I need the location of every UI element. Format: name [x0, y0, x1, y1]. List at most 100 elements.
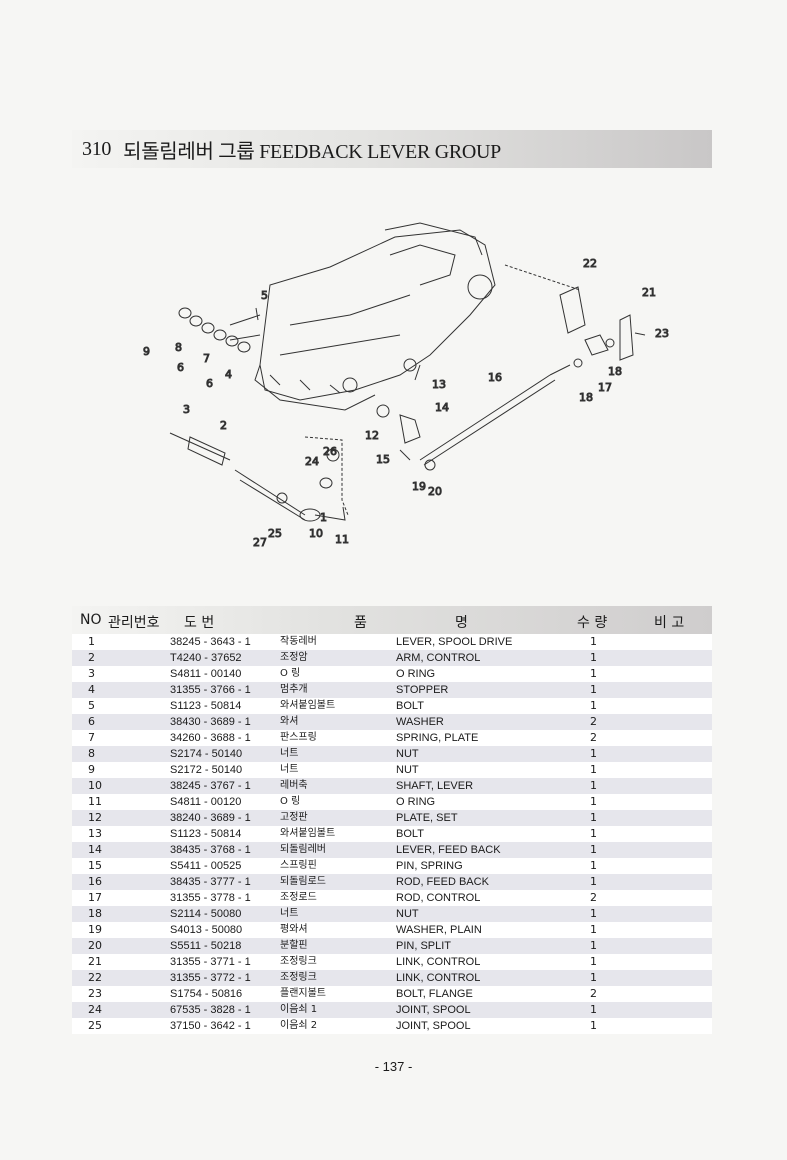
part-number: S4811 - 00120: [170, 796, 242, 808]
english-name: LEVER, FEED BACK: [396, 844, 501, 856]
part-number: 38430 - 3689 - 1: [170, 716, 251, 728]
callout-6b: 6: [206, 377, 213, 390]
quantity: 1: [590, 683, 597, 696]
korean-name: 이음쇠 1: [280, 1004, 318, 1015]
quantity: 2: [590, 715, 597, 728]
row-number: 11: [88, 795, 102, 808]
quantity: 1: [590, 779, 597, 792]
header-no: NO: [80, 612, 102, 628]
quantity: 2: [590, 987, 597, 1000]
korean-name: 너트: [280, 908, 299, 919]
callout-6a: 6: [177, 361, 184, 374]
row-number: 10: [88, 779, 102, 792]
callout-23: 23: [655, 327, 669, 340]
quantity: 1: [590, 635, 597, 648]
part-number: T4240 - 37652: [170, 652, 242, 664]
korean-name: 이음쇠 2: [280, 1020, 318, 1031]
callout-17: 17: [598, 381, 612, 394]
english-name: LINK, CONTROL: [396, 956, 481, 968]
english-name: JOINT, SPOOL: [396, 1020, 471, 1032]
row-number: 3: [88, 667, 95, 680]
row-number: 25: [88, 1019, 102, 1032]
section-number: 310: [82, 137, 112, 160]
korean-name: 고정판: [280, 812, 308, 823]
english-name: ARM, CONTROL: [396, 652, 481, 664]
row-number: 14: [88, 843, 102, 856]
callout-19: 19: [412, 480, 426, 493]
korean-name: 와셔붙임볼트: [280, 700, 336, 711]
quantity: 1: [590, 795, 597, 808]
exploded-parts-diagram: 1 2 3 4 5 6 6 7 8 9 10 11 12 13 14 15 16…: [130, 215, 690, 560]
korean-name: 조정링크: [280, 956, 317, 967]
callout-2: 2: [220, 419, 227, 432]
part-number: 38240 - 3689 - 1: [170, 812, 251, 824]
callout-20: 20: [428, 485, 442, 498]
section-title-bar: 310 되돌림레버 그룹 FEEDBACK LEVER GROUP: [72, 130, 712, 168]
quantity: 2: [590, 891, 597, 904]
quantity: 1: [590, 827, 597, 840]
part-number: 38245 - 3643 - 1: [170, 636, 251, 648]
callout-18b: 18: [608, 365, 622, 378]
quantity: 1: [590, 955, 597, 968]
part-number: 34260 - 3688 - 1: [170, 732, 251, 744]
callout-3: 3: [183, 403, 190, 416]
quantity: 1: [590, 811, 597, 824]
korean-name: 와셔붙임볼트: [280, 828, 336, 839]
part-number: 31355 - 3766 - 1: [170, 684, 251, 696]
callout-12: 12: [365, 429, 379, 442]
control-link-drawing: [504, 264, 646, 361]
header-qty: 수 량: [577, 615, 608, 631]
quantity: 1: [590, 907, 597, 920]
english-name: LEVER, SPOOL DRIVE: [396, 636, 513, 648]
quantity: 1: [590, 1003, 597, 1016]
callout-13: 13: [432, 378, 446, 391]
part-number: S4811 - 00140: [170, 668, 242, 680]
housing-drawing: [229, 222, 496, 411]
part-number: 31355 - 3778 - 1: [170, 892, 251, 904]
english-name: O RING: [396, 668, 436, 680]
english-name: PLATE, SET: [396, 812, 458, 824]
row-number: 2: [88, 651, 95, 664]
row-number: 21: [88, 955, 102, 968]
korean-name: 분할핀: [280, 940, 308, 951]
part-number: S5511 - 50218: [170, 940, 242, 952]
row-number: 8: [88, 747, 95, 760]
control-shaft-drawing: [169, 432, 349, 522]
english-name: BOLT: [396, 700, 424, 712]
quantity: 1: [590, 843, 597, 856]
english-name: SHAFT, LEVER: [396, 780, 474, 792]
korean-name: 플랜지볼트: [280, 988, 326, 999]
header-name-a: 품: [354, 615, 367, 631]
row-number: 13: [88, 827, 102, 840]
part-number: 38245 - 3767 - 1: [170, 780, 251, 792]
quantity: 1: [590, 651, 597, 664]
part-number: 67535 - 3828 - 1: [170, 1004, 251, 1016]
callout-15: 15: [376, 453, 390, 466]
quantity: 2: [590, 731, 597, 744]
row-number: 7: [88, 731, 95, 744]
callout-10: 10: [309, 527, 323, 540]
row-number: 18: [88, 907, 102, 920]
english-name: SPRING, PLATE: [396, 732, 479, 744]
callout-21: 21: [642, 286, 656, 299]
section-title: 되돌림레버 그룹 FEEDBACK LEVER GROUP: [123, 140, 502, 163]
english-name: ROD, FEED BACK: [396, 876, 489, 888]
part-number: S2172 - 50140: [170, 764, 243, 776]
korean-name: O 링: [280, 796, 301, 807]
